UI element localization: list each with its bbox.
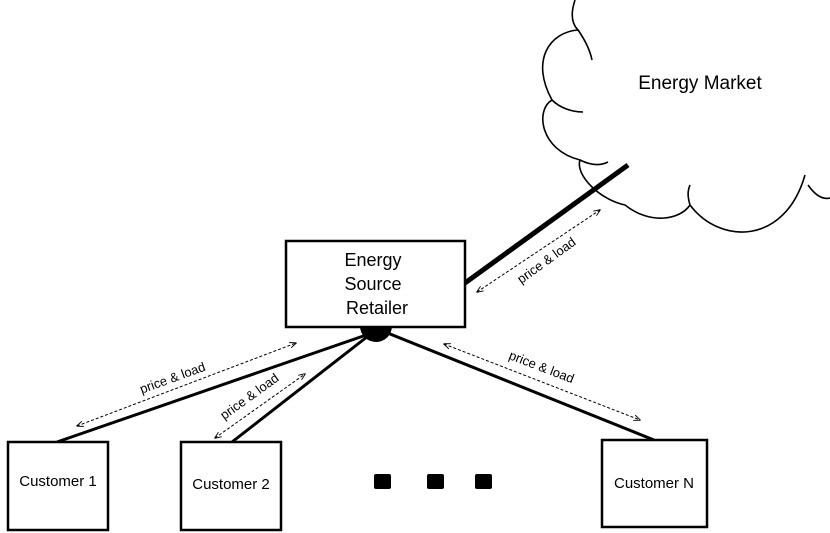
customer-n-node: Customer N — [600, 438, 709, 529]
customer-2-box — [179, 440, 283, 532]
customer-1-node: Customer 1 — [6, 440, 110, 532]
customer-1-label: Customer 1 — [19, 473, 97, 490]
price-load-arrow-market — [477, 210, 600, 292]
customer-n-line — [379, 328, 655, 442]
energy-market-label: Energy Market — [638, 73, 762, 94]
retailer-node: Energy Source Retailer — [284, 239, 467, 329]
customer-1-line — [56, 331, 373, 444]
customer-n-label: Customer N — [614, 475, 694, 492]
junction-hub — [360, 326, 392, 342]
customer-2-node: Customer 2 — [179, 440, 283, 532]
ellipsis-square-2 — [427, 474, 444, 489]
customer-2-label: Customer 2 — [192, 476, 270, 493]
retailer-label-line-2: Source — [344, 274, 401, 294]
price-load-arrow-customer-1 — [77, 343, 296, 426]
price-load-arrow-customer-2 — [215, 374, 305, 438]
customer-1-box — [6, 440, 110, 532]
ellipsis-square-1 — [374, 474, 391, 489]
link-label-customer-1: price & load — [138, 359, 208, 397]
link-label-customer-2: price & load — [217, 370, 281, 422]
customer-n-box — [600, 438, 709, 529]
retailer-label-line-3: Retailer — [346, 298, 408, 318]
ellipsis-square-3 — [475, 474, 492, 489]
price-load-arrow-customer-n — [444, 344, 640, 420]
retailer-box — [284, 239, 467, 329]
link-label-customer-n: price & load — [507, 347, 576, 386]
ellipsis-icon — [374, 474, 492, 489]
retailer-label-line-1: Energy — [344, 250, 401, 270]
